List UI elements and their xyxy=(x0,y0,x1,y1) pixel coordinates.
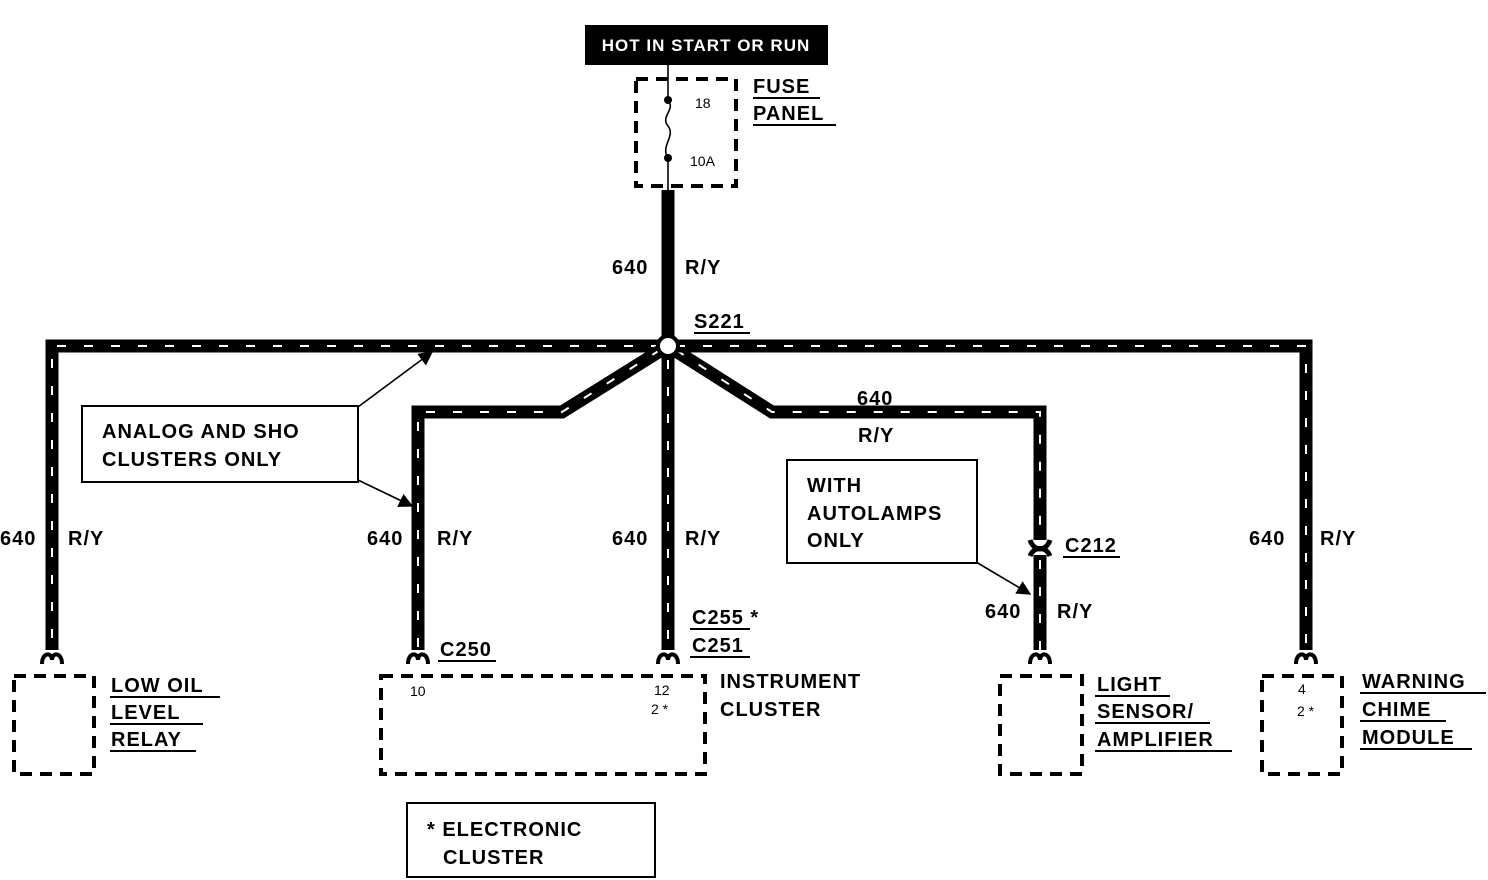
note-autolamps: WITH AUTOLAMPS ONLY xyxy=(786,459,1032,595)
main-color-label: R/Y xyxy=(685,257,721,279)
low-oil-color-label: R/Y xyxy=(68,528,104,550)
note-electronic-cluster: * ELECTRONIC CLUSTER xyxy=(406,802,656,878)
component-low-oil-relay: LOW OIL LEVEL RELAY xyxy=(12,674,220,776)
instrument-pin-left: 10 xyxy=(410,683,426,699)
sensor-label-3: AMPLIFIER xyxy=(1097,729,1214,751)
fuse-rating: 10A xyxy=(690,153,716,169)
low-oil-label-3: RELAY xyxy=(111,729,182,751)
power-header: HOT IN START OR RUN xyxy=(585,25,828,65)
instrument-pin-right-2: 2 * xyxy=(651,701,669,717)
sensor-label-1: LIGHT xyxy=(1097,674,1162,696)
splice-label: S221 xyxy=(694,311,745,333)
low-oil-label-2: LEVEL xyxy=(111,702,180,724)
instrument-label-2: CLUSTER xyxy=(720,699,821,721)
chime-color-label: R/Y xyxy=(1320,528,1356,550)
connector-c251-label: C251 xyxy=(692,635,744,657)
sensor-circuit-label: 640 xyxy=(985,601,1021,623)
note-autolamps-line-3: ONLY xyxy=(807,530,865,552)
main-circuit-label: 640 xyxy=(612,257,648,279)
autolamp-circuit-label: 640 xyxy=(857,388,893,410)
component-instrument-cluster: 10 12 2 * INSTRUMENT CLUSTER xyxy=(379,671,861,776)
connector-c255-label: C255 * xyxy=(692,607,759,629)
chime-pin-1: 4 xyxy=(1298,681,1306,697)
component-light-sensor: LIGHT SENSOR/ AMPLIFIER xyxy=(998,674,1232,776)
splice-s221: S221 xyxy=(656,311,750,358)
c250-circuit-label: 640 xyxy=(367,528,403,550)
chime-label-1: WARNING xyxy=(1362,671,1466,693)
fuse-panel: 18 10A FUSE PANEL xyxy=(634,65,836,195)
chime-label-3: MODULE xyxy=(1362,727,1455,749)
note-electronic-line-2: CLUSTER xyxy=(443,847,544,869)
fuse-number: 18 xyxy=(695,95,711,111)
c255-color-label: R/Y xyxy=(685,528,721,550)
instrument-pin-right-1: 12 xyxy=(654,682,670,698)
instrument-label-1: INSTRUMENT xyxy=(720,671,861,693)
note-analog-line-2: CLUSTERS ONLY xyxy=(102,449,282,471)
c255-circuit-label: 640 xyxy=(612,528,648,550)
power-header-label: HOT IN START OR RUN xyxy=(602,36,811,55)
chime-pin-2: 2 * xyxy=(1297,703,1315,719)
wire-branch-c250 xyxy=(411,340,672,650)
note-autolamps-line-2: AUTOLAMPS xyxy=(807,503,942,525)
connector-c250-label: C250 xyxy=(440,639,492,661)
fuse-panel-label-1: FUSE xyxy=(753,76,810,98)
chime-circuit-label: 640 xyxy=(1249,528,1285,550)
note-analog-clusters: ANALOG AND SHO CLUSTERS ONLY xyxy=(81,351,434,507)
note-electronic-line-1: * ELECTRONIC xyxy=(427,819,582,841)
connector-labels: C250 C255 * C251 C212 xyxy=(438,535,1120,662)
connector-c212-label: C212 xyxy=(1065,535,1117,557)
component-chime-module: 4 2 * WARNING CHIME MODULE xyxy=(1260,671,1486,776)
terminals xyxy=(40,538,1318,665)
wires xyxy=(45,190,1313,650)
low-oil-label-1: LOW OIL xyxy=(111,675,204,697)
fuse-panel-label-2: PANEL xyxy=(753,103,824,125)
note-autolamps-line-1: WITH xyxy=(807,475,862,497)
wire-labels: 640 R/Y 640 R/Y 640 R/Y 640 R/Y 640 R/Y … xyxy=(0,257,1356,623)
note-analog-line-1: ANALOG AND SHO xyxy=(102,421,300,443)
wire-branch-low-oil xyxy=(45,339,668,650)
c250-color-label: R/Y xyxy=(437,528,473,550)
sensor-label-2: SENSOR/ xyxy=(1097,701,1194,723)
low-oil-circuit-label: 640 xyxy=(0,528,36,550)
chime-label-2: CHIME xyxy=(1362,699,1431,721)
autolamp-color-label: R/Y xyxy=(858,425,894,447)
sensor-color-label: R/Y xyxy=(1057,601,1093,623)
